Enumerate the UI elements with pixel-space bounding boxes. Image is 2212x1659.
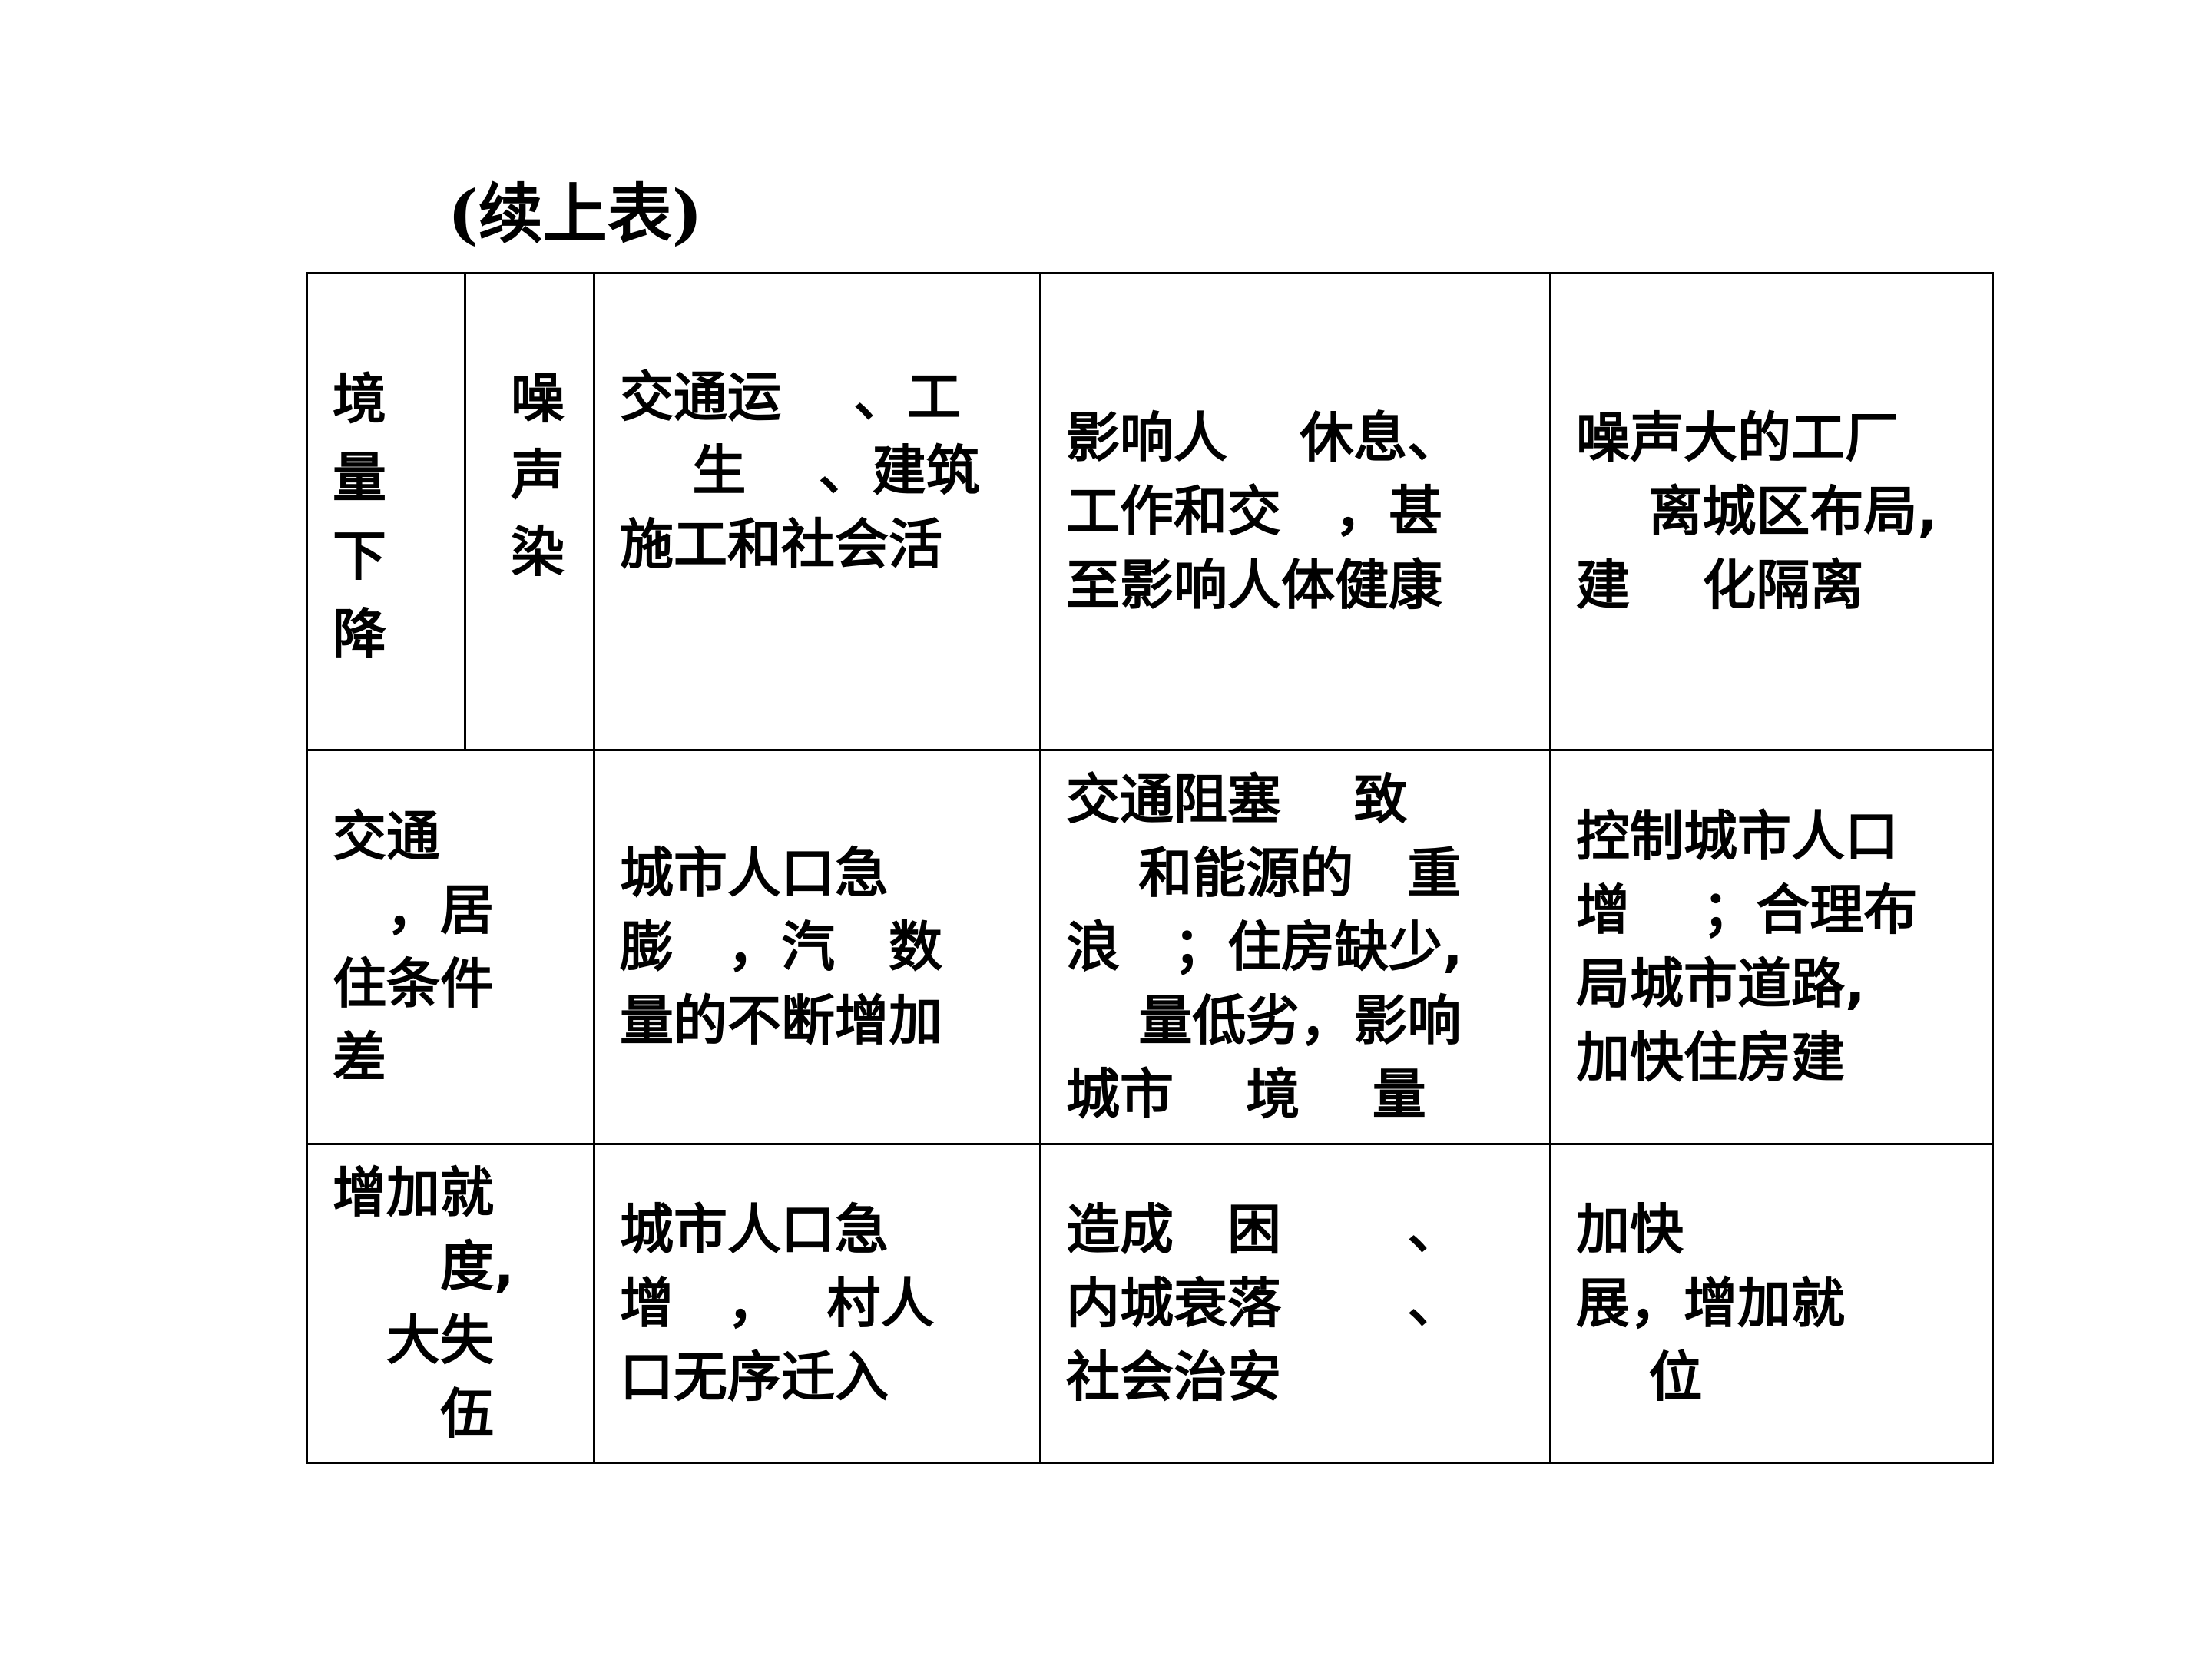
cell-text-line: 量低劣，影响 — [1066, 989, 1462, 1052]
cell-text-line: 大失 — [333, 1309, 494, 1372]
cell-text-line: 至影响人体健康 — [1066, 554, 1442, 617]
cell-text-line: 噪 — [511, 367, 565, 430]
cell-text-line: 控制城市人口 — [1576, 805, 1899, 868]
table-cell: 交通 ，居 住条件 差 — [306, 749, 595, 1145]
cell-text-line: 降 — [333, 603, 386, 666]
cell-text-line: 交通阻塞 致 — [1066, 768, 1408, 831]
cell-text-line: 生 、建筑 — [620, 439, 980, 502]
cell-text-line: 量的不断增加 — [620, 989, 942, 1052]
cell-text-line: 施工和社会活 — [620, 513, 942, 576]
table-cell: 境 量 下 降 — [306, 272, 466, 751]
table-cell: 控制城市人口 增 ；合理布 局城市道路, 加快住房建 — [1549, 749, 1994, 1145]
cell-text-line: 工作和交 ，甚 — [1066, 480, 1442, 543]
cell-text-line: 境 — [333, 368, 386, 431]
cell-text-line: 浪 ；住房缺少, — [1066, 916, 1463, 979]
cell-text-line: 建 化隔离 — [1576, 554, 1864, 617]
table-cell: 噪声大的工厂 离城区布局, 建 化隔离 — [1549, 272, 1994, 751]
cell-text-line: 社会治安 — [1066, 1346, 1281, 1409]
cell-text-line: 差 — [333, 1026, 386, 1089]
table-cell: 交通阻塞 致 和能源的 重 浪 ；住房缺少, 量低劣，影响 城市 境 量 — [1039, 749, 1551, 1145]
cell-text-line: 加快 — [1576, 1198, 1684, 1261]
table-cell: 增加就 度, 大失 伍 — [306, 1143, 595, 1464]
cell-text-line: 住条件 — [333, 952, 494, 1015]
cell-text-line: 位 — [1576, 1346, 1703, 1409]
cell-text-line: 离城区布局, — [1576, 480, 1938, 543]
cell-text-line: 度, — [333, 1235, 515, 1298]
cell-text-line: 内城衰落 、 — [1066, 1272, 1462, 1335]
cell-text-line: 膨 ，汽 数 — [620, 916, 942, 979]
page-title: (续上表) — [448, 176, 703, 252]
cell-text-line: 下 — [333, 525, 386, 588]
table-cell: 城市人口急 增 ， 村人 口无序迁入 — [593, 1143, 1041, 1464]
cell-text-line: 增 ；合理布 — [1576, 879, 1918, 942]
cell-text-line: 量 — [333, 446, 386, 509]
cell-text-line: 和能源的 重 — [1066, 842, 1462, 905]
cell-text-line: 声 — [511, 444, 565, 507]
table-cell: 交通运 、工 生 、建筑 施工和社会活 — [593, 272, 1041, 751]
table-cell: 影响人 休息、 工作和交 ，甚 至影响人体健康 — [1039, 272, 1551, 751]
table-cell: 加快 展，增加就 位 — [1549, 1143, 1994, 1464]
cell-text-line: 伍 — [333, 1382, 494, 1445]
cell-text-line: 城市 境 量 — [1066, 1063, 1426, 1126]
cell-text-line: 城市人口急 — [620, 842, 889, 905]
cell-text-line: 交通运 、工 — [620, 366, 962, 429]
cell-text-line: 造成 困 、 — [1066, 1198, 1462, 1261]
problems-table: 境 量 下 降 噪 声 染 交通运 、工 生 、建筑 施工和社会活 影响人 休息… — [306, 272, 1994, 1464]
cell-text-line: 交通 — [333, 805, 440, 868]
cell-text-line: 展，增加就 — [1576, 1272, 1845, 1335]
cell-text-line: 染 — [511, 521, 565, 584]
cell-text-line: 噪声大的工厂 — [1576, 406, 1899, 469]
table-cell: 城市人口急 膨 ，汽 数 量的不断增加 — [593, 749, 1041, 1145]
cell-text-line: ，居 — [333, 879, 494, 942]
cell-text-line: 城市人口急 — [620, 1198, 889, 1261]
cell-text-line: 影响人 休息、 — [1066, 406, 1462, 469]
cell-text-line: 局城市道路, — [1576, 952, 1866, 1015]
table-cell: 噪 声 染 — [464, 272, 595, 751]
cell-text-line: 口无序迁入 — [620, 1346, 889, 1409]
cell-text-line: 加快住房建 — [1576, 1026, 1845, 1089]
table-cell: 造成 困 、 内城衰落 、 社会治安 — [1039, 1143, 1551, 1464]
cell-text-line: 增加就 — [333, 1161, 494, 1224]
cell-text-line: 增 ， 村人 — [620, 1272, 935, 1335]
